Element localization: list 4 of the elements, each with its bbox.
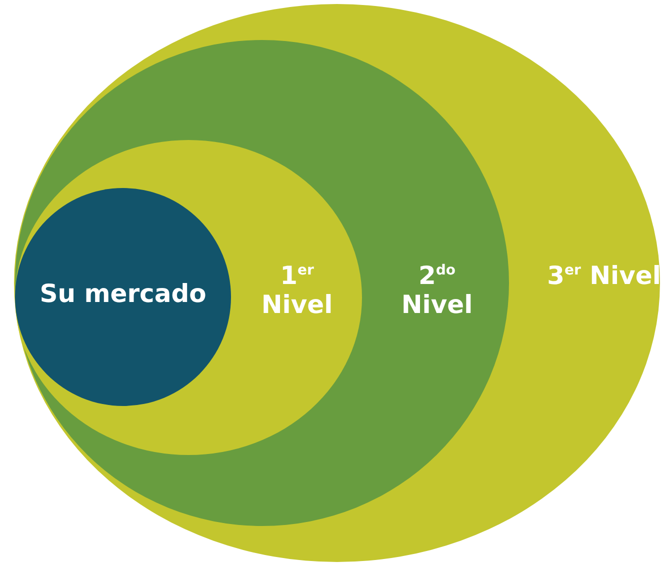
level-label: 3$^{er}$ Nivel bbox=[546, 262, 661, 291]
level-label: Su mercado bbox=[38, 280, 208, 309]
level-label: 2$^{do}$ Nivel bbox=[400, 262, 474, 320]
level-label: 1$^{er}$ Nivel bbox=[260, 262, 334, 320]
